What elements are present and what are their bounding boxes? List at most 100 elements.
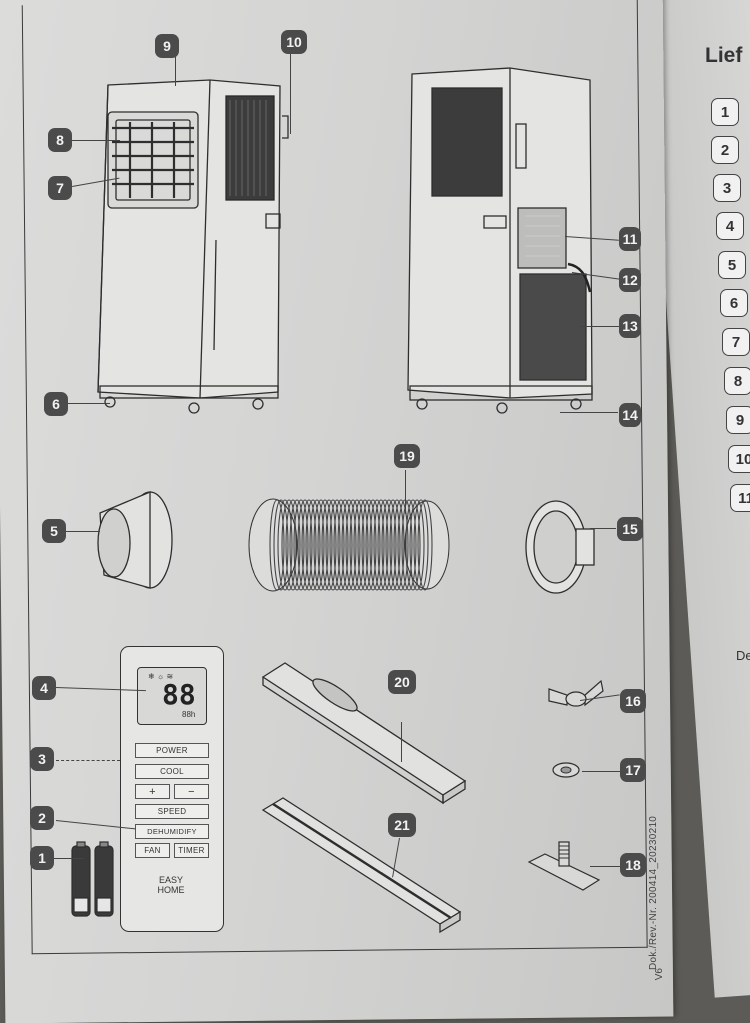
- leader-line: [401, 722, 402, 762]
- washer-illustration: [552, 762, 580, 778]
- list-item: 5: [718, 251, 746, 279]
- part-number-badge: 9: [155, 34, 179, 58]
- hose-ring: [413, 499, 429, 591]
- hose-ring: [389, 499, 405, 591]
- part-number-badge: 21: [388, 813, 416, 837]
- part-number-badge: 17: [620, 758, 646, 782]
- hose-ring: [373, 499, 389, 591]
- leader-line: [580, 326, 620, 327]
- leader-line: [66, 531, 100, 532]
- leader-line: [560, 412, 618, 413]
- part-number-badge: 5: [42, 519, 66, 543]
- hose-ring: [285, 499, 301, 591]
- hose-ring: [401, 499, 417, 591]
- list-item: 9: [726, 406, 750, 434]
- hose-ring: [381, 499, 397, 591]
- hose-ring: [337, 499, 353, 591]
- remote-control: ❄ ☼ ≋ 88 88h POWER COOL + − SPEED DEHUMI…: [120, 646, 224, 932]
- list-item: 1: [711, 98, 739, 126]
- part-number-badge: 16: [620, 689, 646, 713]
- hose-ring: [361, 499, 377, 591]
- part-number-badge: 6: [44, 392, 68, 416]
- hose-ring: [409, 499, 425, 591]
- bolt-bracket-illustration: [527, 841, 601, 891]
- document-reference: Dok./Rev.-Nr. 200414_20230210: [648, 815, 659, 970]
- mode-icons: ❄ ☼ ≋: [148, 672, 174, 681]
- leader-line: [590, 528, 616, 529]
- hose-ring: [301, 499, 317, 591]
- part-number-badge: 4: [32, 676, 56, 700]
- hose-ring: [277, 499, 293, 591]
- dehumidify-button[interactable]: DEHUMIDIFY: [135, 824, 209, 839]
- hose-ring: [297, 499, 313, 591]
- hose-ring: [309, 499, 325, 591]
- window-slider-illustration: [261, 662, 467, 805]
- window-slider-extension-illustration: [261, 797, 462, 934]
- leader-line: [405, 470, 406, 514]
- fan-button[interactable]: FAN: [135, 843, 170, 858]
- ac-back-illustration: [407, 67, 593, 414]
- hose-ring: [269, 499, 285, 591]
- part-number-badge: 3: [30, 747, 54, 771]
- ac-front-illustration: [97, 79, 289, 414]
- hose-ring: [345, 499, 361, 591]
- list-item: 10: [728, 445, 750, 473]
- wing-nut-illustration: [548, 679, 604, 707]
- leader-line: [175, 56, 176, 86]
- remote-display: ❄ ☼ ≋ 88 88h: [137, 667, 207, 725]
- list-item: 8: [724, 367, 750, 395]
- hose-ring: [417, 499, 433, 591]
- hose-ring: [293, 499, 309, 591]
- part-number-badge: 19: [394, 444, 420, 468]
- plus-button[interactable]: +: [135, 784, 170, 799]
- part-number-badge: 1: [30, 846, 54, 870]
- power-button[interactable]: POWER: [135, 743, 209, 758]
- part-number-badge: 20: [388, 670, 416, 694]
- cool-button[interactable]: COOL: [135, 764, 209, 779]
- part-number-badge: 8: [48, 128, 72, 152]
- part-number-badge: 13: [619, 314, 641, 338]
- speed-button[interactable]: SPEED: [135, 804, 209, 819]
- leader-line: [56, 760, 120, 762]
- hose-ring: [385, 499, 401, 591]
- hose-ring: [325, 499, 341, 591]
- hose-ring: [313, 499, 329, 591]
- hose-ring: [369, 499, 385, 591]
- list-item: 6: [720, 289, 748, 317]
- part-number-badge: 10: [281, 30, 307, 54]
- part-number-badge: 11: [619, 227, 641, 251]
- leader-line: [582, 771, 620, 772]
- hose-ring: [357, 499, 373, 591]
- hose-ring: [405, 499, 421, 591]
- hose-ring: [333, 499, 349, 591]
- version-label: V6: [654, 968, 665, 981]
- part-number-badge: 7: [48, 176, 72, 200]
- part-number-badge: 15: [617, 517, 643, 541]
- leader-line: [68, 403, 110, 404]
- leader-line: [290, 54, 291, 134]
- hose-ring: [281, 499, 297, 591]
- list-item: 11: [730, 484, 750, 512]
- right-page-partial-text: De: [736, 648, 750, 663]
- part-number-badge: 12: [619, 268, 641, 292]
- timer-button[interactable]: TIMER: [174, 843, 209, 858]
- leader-line: [72, 140, 120, 141]
- hose-ring: [353, 499, 369, 591]
- batteries-illustration: [71, 841, 114, 917]
- hose-ring: [329, 499, 345, 591]
- list-item: 7: [722, 328, 750, 356]
- hose-ring: [273, 499, 289, 591]
- hose-ring: [289, 499, 305, 591]
- part-number-badge: 2: [30, 806, 54, 830]
- hose-ring: [341, 499, 357, 591]
- brand-logo: EASY HOME: [157, 875, 185, 895]
- exhaust-hose-illustration: [248, 498, 450, 592]
- display-timer: 88h: [182, 710, 196, 719]
- part-number-badge: 18: [620, 853, 646, 877]
- minus-button[interactable]: −: [174, 784, 209, 799]
- list-item: 4: [716, 212, 744, 240]
- display-digits: 88: [162, 678, 196, 711]
- hose-ring: [393, 499, 409, 591]
- leader-line: [54, 858, 84, 859]
- list-item: 3: [713, 174, 741, 202]
